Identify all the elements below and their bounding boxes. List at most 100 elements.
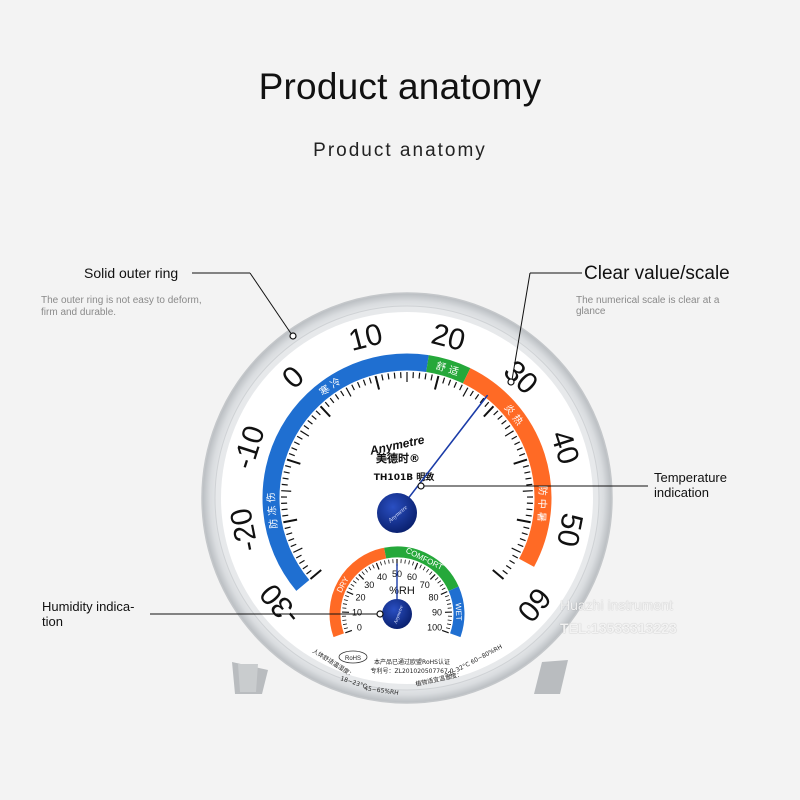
humidity-tick: [350, 583, 355, 587]
temp-tick: [512, 554, 519, 559]
temp-tick: [516, 518, 531, 524]
temp-tick: [418, 372, 421, 379]
callout-humidity-line1: Humidity indica-: [42, 599, 135, 614]
temp-tick: [345, 387, 352, 397]
humidity-tick: [446, 623, 452, 626]
temp-tick: [281, 483, 288, 486]
page-subtitle: Product anatomy: [313, 140, 487, 161]
humidity-tick: [345, 595, 350, 598]
temp-tick: [513, 458, 528, 465]
humidity-band-comfort: [384, 546, 459, 592]
callout-temperature-line2: indication: [654, 485, 709, 500]
temp-tick: [351, 384, 355, 391]
band-hot: [462, 368, 552, 567]
temp-tick: [492, 569, 505, 580]
temp-tick: [526, 508, 533, 511]
temp-tick: [504, 425, 511, 430]
patent-text: 专利号：ZL201020507767.0: [371, 667, 454, 675]
humidity-tick: [444, 595, 449, 598]
temp-tick: [483, 405, 495, 418]
humidity-scale-label: 10: [352, 608, 362, 618]
temp-tick: [315, 410, 321, 416]
humidity-tick: [372, 564, 375, 569]
temp-tick: [374, 375, 381, 390]
temp-tick: [309, 569, 322, 580]
temp-scale-label: 20: [428, 318, 469, 358]
zone-heatstroke-label: 防 中 暑: [535, 485, 550, 522]
stand: [232, 660, 568, 694]
temp-tick: [283, 471, 290, 474]
humidity-scale-label: 60: [407, 572, 417, 582]
temp-tick: [295, 554, 302, 559]
temp-tick: [501, 419, 507, 425]
humidity-tick: [412, 561, 415, 566]
temp-tick: [474, 394, 480, 400]
model-number: TH101B 明致: [374, 471, 435, 483]
temp-tick: [433, 375, 440, 390]
temp-tick: [334, 394, 340, 400]
temperature-scale-ticks: [280, 372, 534, 580]
temp-tick: [497, 415, 503, 420]
temperature-hub: Anymetre: [377, 493, 417, 533]
temp-tick: [290, 543, 297, 548]
humidity-unit: %RH: [389, 585, 415, 597]
temp-tick: [524, 471, 531, 474]
temp-tick: [293, 441, 300, 446]
temp-tick: [311, 415, 317, 420]
temp-tick: [526, 483, 533, 486]
temp-tick: [291, 447, 298, 451]
temp-tick: [393, 372, 396, 379]
watermark-phone: TEL:13533313223: [560, 620, 677, 636]
watermark-brand: Huazhi instrument: [560, 597, 673, 613]
callout-scale-title: Clear value/scale: [584, 263, 730, 284]
temp-tick: [511, 547, 521, 553]
temp-tick: [519, 452, 526, 457]
humidity-tick: [388, 559, 390, 564]
humidity-scale-label: 30: [364, 580, 374, 590]
temp-tick: [286, 532, 293, 536]
temp-tick: [368, 377, 372, 384]
humidity-tick: [355, 577, 360, 581]
temp-tick: [459, 384, 463, 391]
temp-tick: [521, 532, 528, 536]
temp-tick: [505, 564, 512, 570]
humidity-tick: [384, 560, 386, 565]
callout-scale-desc-2: glance: [576, 306, 606, 317]
temp-scale-label: 50: [550, 510, 589, 549]
temp-tick: [517, 543, 524, 548]
temp-tick: [493, 410, 499, 416]
callout-temperature-line1: Temperature: [654, 470, 727, 485]
humidity-scale-label: 0: [357, 623, 362, 633]
temp-tick: [522, 465, 529, 468]
temp-tick: [284, 526, 291, 530]
temp-tick: [525, 477, 532, 480]
humidity-tick: [379, 561, 382, 566]
humidity-tick: [429, 571, 433, 575]
temp-tick: [509, 559, 515, 565]
temp-tick: [362, 379, 367, 386]
humidity-tick: [404, 559, 406, 564]
temp-tick: [296, 435, 303, 440]
temp-tick: [519, 538, 526, 542]
humidity-tick: [414, 562, 419, 570]
band-cold: [262, 353, 429, 591]
temp-tick: [511, 435, 518, 440]
band-comfort: [425, 355, 471, 384]
certification-text: 本产品已通过欧盟RoHS认证: [374, 658, 450, 666]
humidity-tick: [342, 603, 347, 605]
temp-scale-label: -20: [224, 505, 265, 554]
temp-tick: [288, 452, 295, 457]
temp-tick: [286, 458, 301, 465]
temp-tick: [340, 390, 345, 397]
humidity-tick: [422, 566, 426, 571]
callout-leader-lines: [150, 272, 648, 618]
humidity-tick: [375, 562, 380, 570]
humidity-tick: [441, 629, 449, 634]
temp-tick: [281, 508, 288, 511]
temp-tick: [522, 490, 533, 492]
temp-tick: [504, 430, 514, 437]
rohs-badge: RoHS: [338, 650, 368, 664]
temp-tick: [442, 377, 446, 384]
callout-outer-ring-title: Solid outer ring: [84, 265, 179, 281]
